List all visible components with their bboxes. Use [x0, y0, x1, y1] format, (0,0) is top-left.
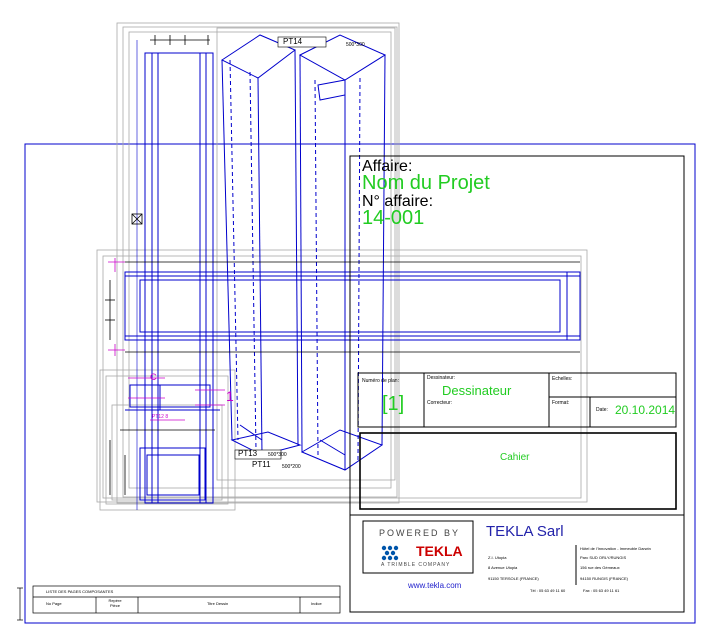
address-line-3: 91150 TERSOLE (FRANCE) [488, 576, 539, 581]
project-name: Nom du Projet [362, 172, 490, 194]
part-label-boxes [234, 36, 327, 460]
part-label-bottom1: PT13 [238, 449, 258, 458]
dessinateur-label: Dessinateur: [427, 375, 456, 381]
horizontal-beam-elevation [124, 271, 581, 341]
detail-view [125, 384, 220, 501]
numero-plan-label: Numéro de plan: [362, 378, 399, 384]
cahier-label: Cahier [500, 452, 530, 463]
tekla-logo-icon [381, 545, 399, 561]
components-table-title: LISTE DES PAGES COMPOSANTES [46, 589, 114, 594]
company-website: www.tekla.com [408, 581, 462, 590]
components-header-titre: Titre Dessin [207, 601, 229, 606]
title-block-frame [349, 155, 685, 613]
numero-affaire: 14-001 [362, 207, 425, 229]
company-name: TEKLA Sarl [486, 523, 564, 540]
date-value: 20.10.2014 [615, 403, 676, 417]
part-label-detail: PT12 8 [152, 414, 169, 420]
detail-view-dims [109, 429, 215, 495]
vertical-beam-dims [131, 35, 210, 225]
part-label-bottom2: PT11 [252, 460, 271, 469]
powered-by-text: POWERED BY [379, 528, 461, 538]
company-tel: Tél : 05 63 49 11 60 [530, 588, 566, 593]
address-line-1: Z.I. Utopia [488, 555, 507, 560]
view-boundaries [96, 22, 588, 511]
horizontal-beam-magenta-dims [108, 258, 125, 356]
address-line-2: 8 Avenue Utopia [488, 565, 518, 570]
part-label-bottom2-profile: 500*200 [282, 464, 301, 470]
components-table-frame [17, 585, 341, 621]
date-label: Date: [596, 407, 608, 413]
company-fax: Fax : 05 63 49 11 61 [583, 588, 620, 593]
address-line-5: Parc SUD ORLY/RUNGIS [580, 555, 627, 560]
trimble-text: A TRIMBLE COMPANY [381, 562, 451, 568]
part-label-top: PT14 [283, 37, 303, 46]
tekla-logo-text: TEKLA [416, 543, 463, 559]
part-label-magenta-1: 1 [226, 388, 234, 404]
numero-affaire-label: N° affaire: [362, 193, 434, 210]
components-header-repere: Repère Pièce [108, 598, 122, 608]
address-line-4: Hôtel de l'Innovation - Immeuble Darwin [580, 546, 651, 551]
isometric-columns [221, 34, 387, 471]
correcteur-label: Correcteur: [427, 400, 453, 406]
part-label-magenta-2: C [150, 372, 157, 382]
horizontal-beam-dims [105, 256, 580, 358]
format-label: Format: [552, 400, 570, 406]
part-label-top-profile: 500*300 [346, 42, 365, 48]
dessinateur-value: Dessinateur [442, 383, 512, 398]
detail-view-magenta [128, 377, 225, 421]
address-line-7: 94150 RUNGIS (FRANCE) [580, 576, 629, 581]
affaire-label: Affaire: [362, 158, 413, 175]
address-line-6: 156 rue des Gémeaux [580, 565, 620, 570]
part-label-bottom1-profile: 500*300 [268, 452, 287, 458]
vertical-beam-elevation [136, 40, 214, 510]
numero-plan: [1] [382, 393, 405, 415]
components-header-indice: Indice [311, 601, 322, 606]
drawing-frame [24, 143, 696, 624]
components-header-page: No Page [46, 601, 62, 606]
echelles-label: Echelles: [552, 376, 573, 382]
